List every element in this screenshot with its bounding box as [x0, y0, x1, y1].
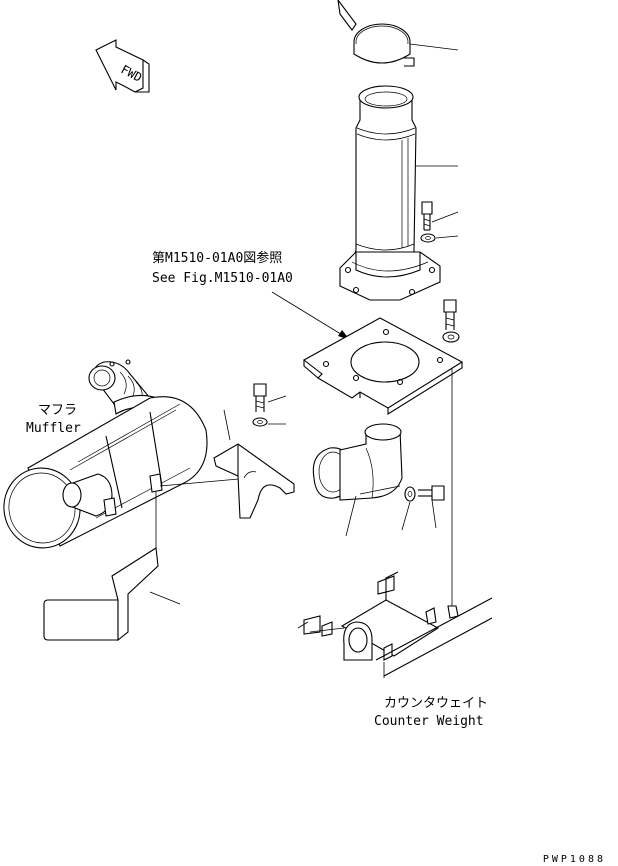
muffler: マフラ Muffler [3, 359, 251, 549]
plate-washer [442, 331, 460, 343]
reference-note: 第M1510-01A0図参照 See Fig.M1510-01A0 [152, 250, 350, 340]
stack-washer [420, 233, 459, 243]
muffler-cover [43, 547, 181, 642]
reference-note-en: See Fig.M1510-01A0 [152, 271, 293, 286]
stack-bolt [421, 201, 459, 231]
exhaust-stack-pipe [339, 85, 458, 301]
counterweight-label-jp: カウンタウェイト [384, 696, 488, 711]
plate-bolt [443, 299, 457, 330]
counterweight-mount [297, 571, 493, 678]
forward-arrow-icon: FWD [95, 39, 150, 93]
rain-cap [337, 0, 459, 67]
mounting-plate [303, 317, 464, 415]
muffler-label-jp: マフラ [38, 403, 77, 418]
elbow-bolt [418, 485, 445, 529]
drawing-code: PWP1088 [543, 854, 606, 865]
elbow-washer [401, 486, 416, 531]
bracket-bolt [253, 383, 287, 412]
counterweight-label-en: Counter Weight [374, 714, 484, 729]
muffler-bracket [213, 409, 295, 519]
bracket-washer [252, 417, 286, 427]
reference-note-jp: 第M1510-01A0図参照 [152, 250, 282, 266]
exhaust-elbow [312, 423, 403, 537]
muffler-label-en: Muffler [26, 421, 81, 436]
counterweight-label: カウンタウェイト Counter Weight [374, 696, 488, 729]
